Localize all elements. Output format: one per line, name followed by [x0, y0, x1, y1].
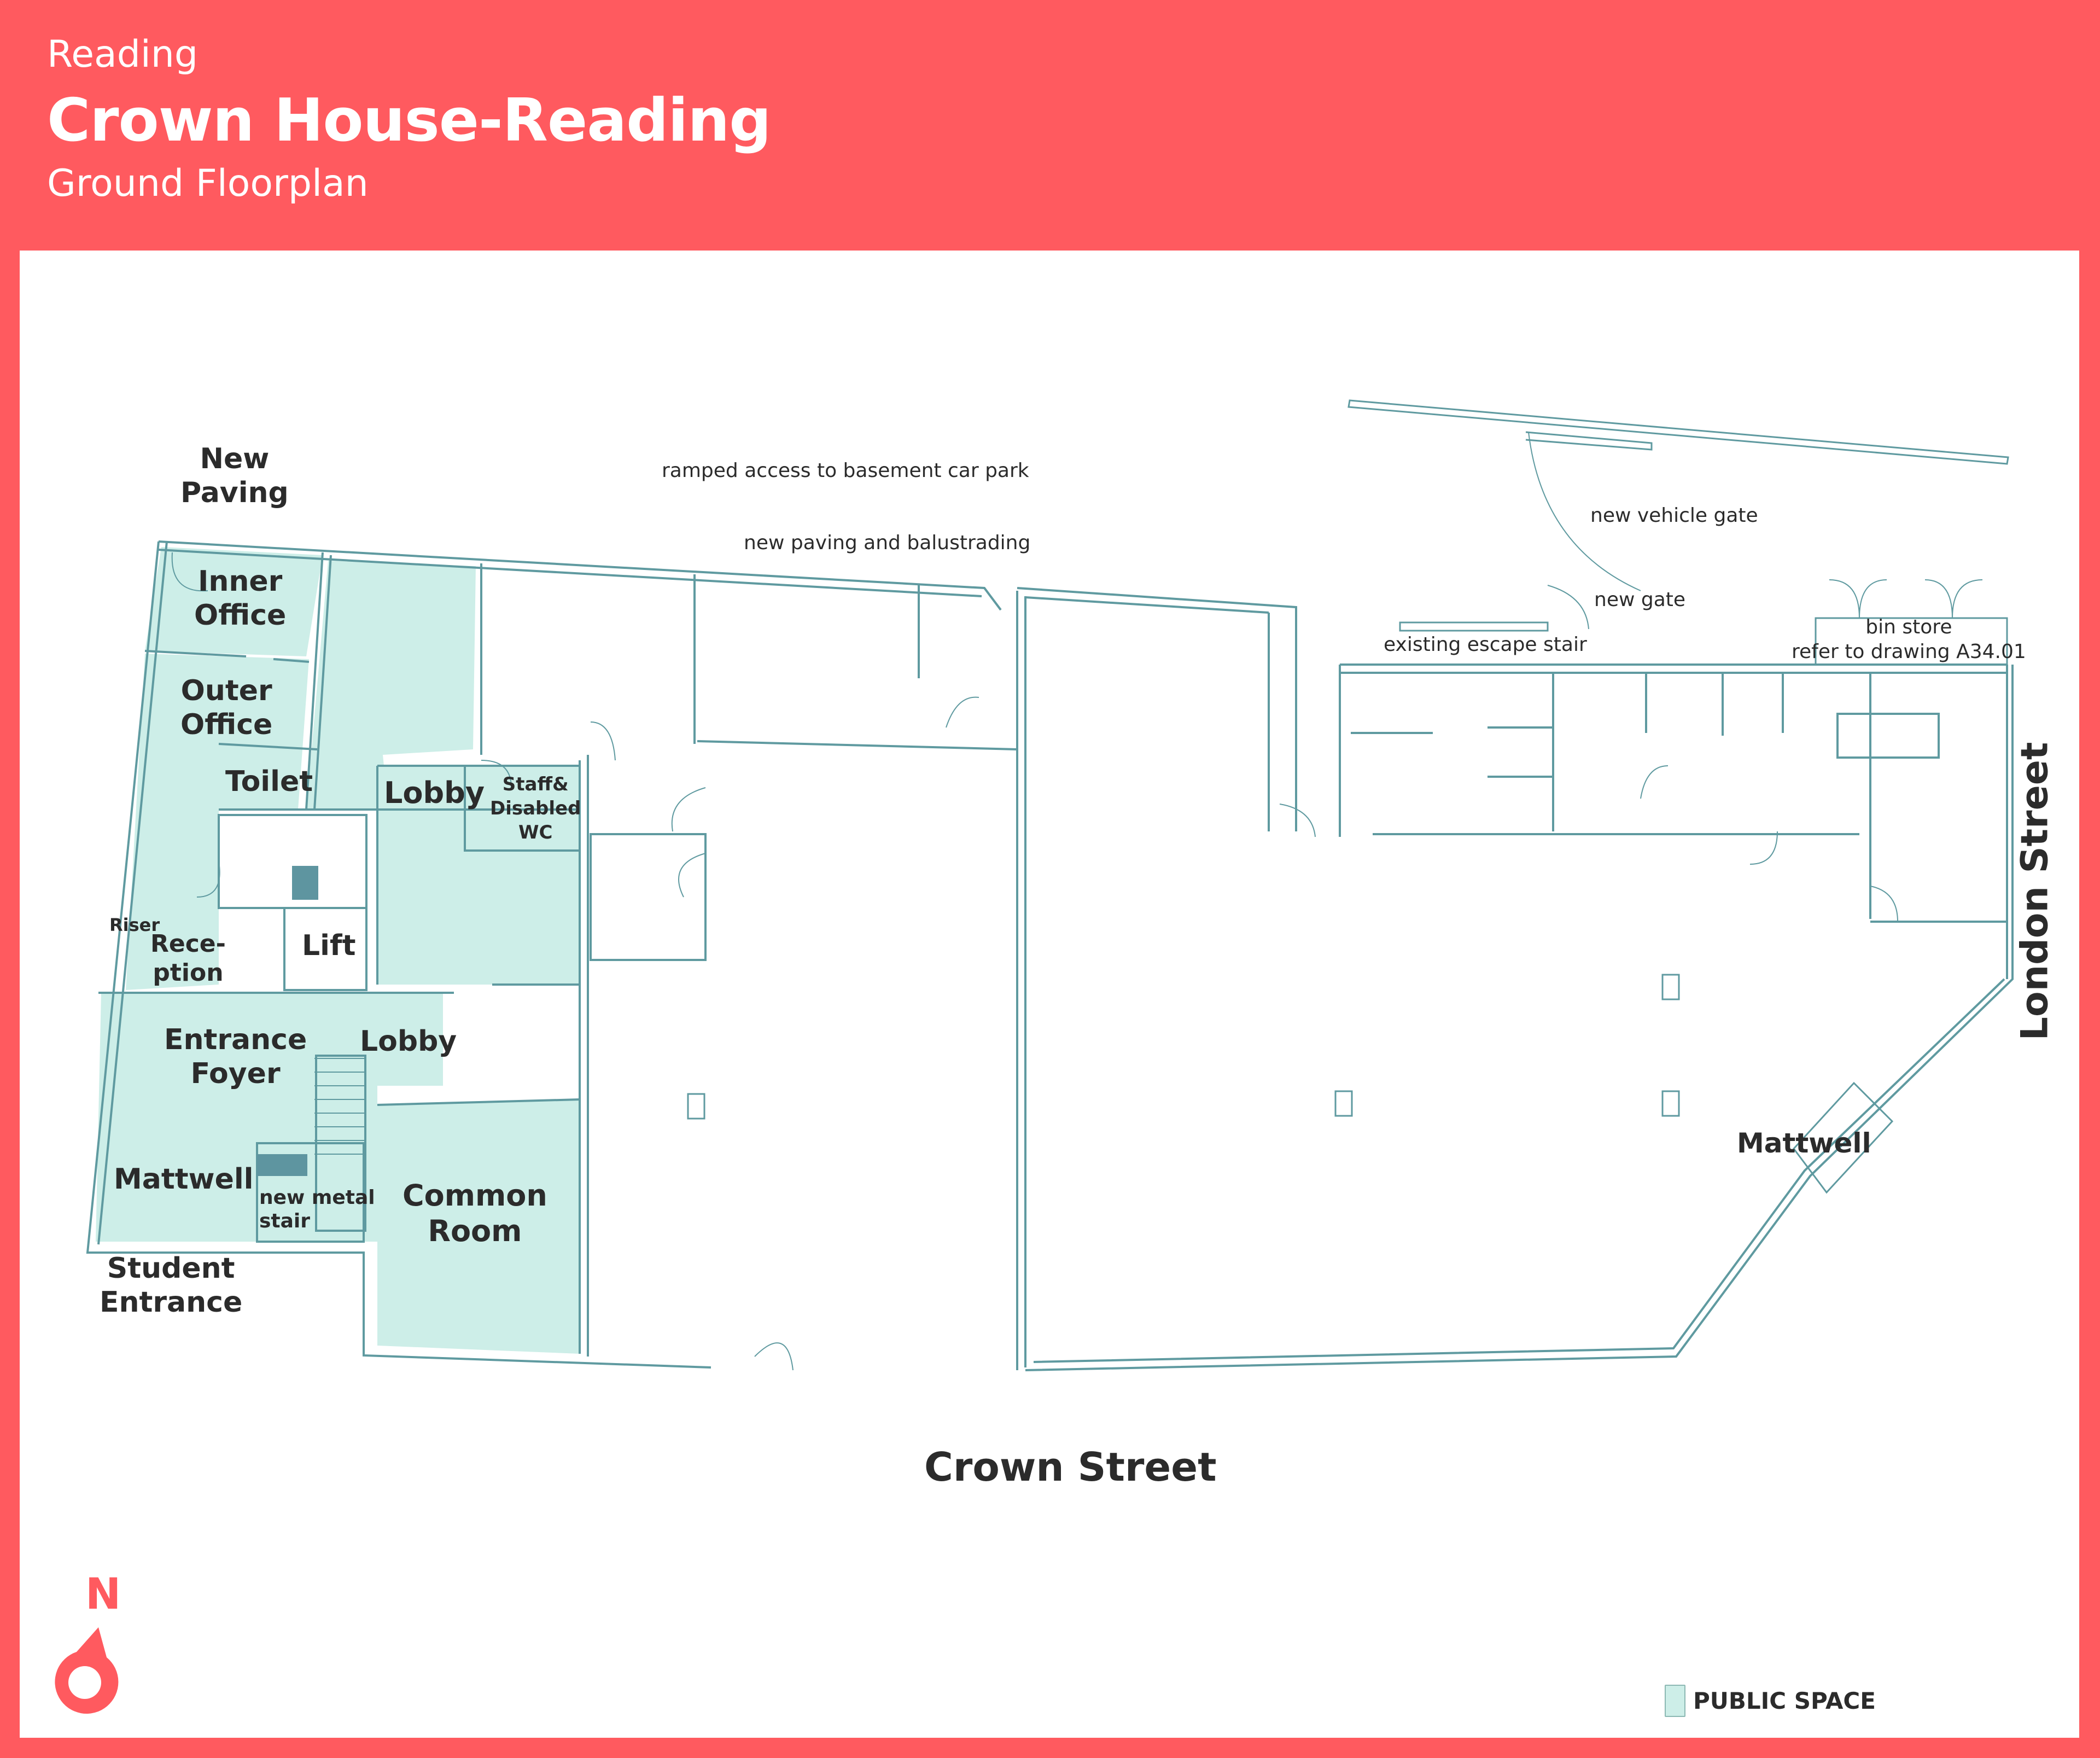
annotation-ramped-access: ramped access to basement car park	[662, 459, 1029, 482]
stair-lines	[314, 1058, 365, 1155]
north-arrow-icon	[55, 1627, 119, 1714]
annotation-new-vehicle-gate: new vehicle gate	[1590, 504, 1758, 527]
annotation-existing-escape-stair: existing escape stair	[1384, 633, 1587, 656]
room-label-mattwell-left: Mattwell	[114, 1163, 254, 1196]
room-label-mattwell-right: Mattwell	[1737, 1127, 1871, 1159]
stair-treads	[257, 866, 318, 1176]
city-label: Reading	[47, 33, 199, 76]
annotation-new-gate: new gate	[1594, 589, 1686, 611]
annotation-new-paving-balustrading: new paving and balustrading	[744, 532, 1031, 554]
room-label-lobby-lower: Lobby	[360, 1025, 457, 1058]
room-label-riser: Riser	[109, 915, 160, 935]
room-label-toilet: Toilet	[225, 765, 313, 798]
page-title: Crown House-Reading	[47, 86, 772, 155]
floor-subtitle: Ground Floorplan	[47, 162, 369, 205]
room-label-lobby-upper: Lobby	[384, 776, 485, 810]
public-space-areas	[96, 547, 580, 1354]
street-label-london-street: London Street	[2013, 742, 2057, 1041]
legend-label-public-space: PUBLIC SPACE	[1693, 1687, 1876, 1714]
legend-swatch-public-space	[1665, 1685, 1685, 1717]
door-swings	[171, 552, 1898, 1371]
walls	[86, 399, 2014, 1371]
compass: N	[50, 1570, 127, 1718]
street-label-crown-street: Crown Street	[924, 1444, 1217, 1490]
compass-north-label: N	[85, 1570, 121, 1619]
header-banner: Reading Crown House-Reading Ground Floor…	[0, 0, 2100, 251]
room-label-reception: Rece-ption	[150, 930, 226, 987]
room-label-lift: Lift	[302, 929, 356, 962]
legend: PUBLIC SPACE	[1665, 1685, 1876, 1717]
